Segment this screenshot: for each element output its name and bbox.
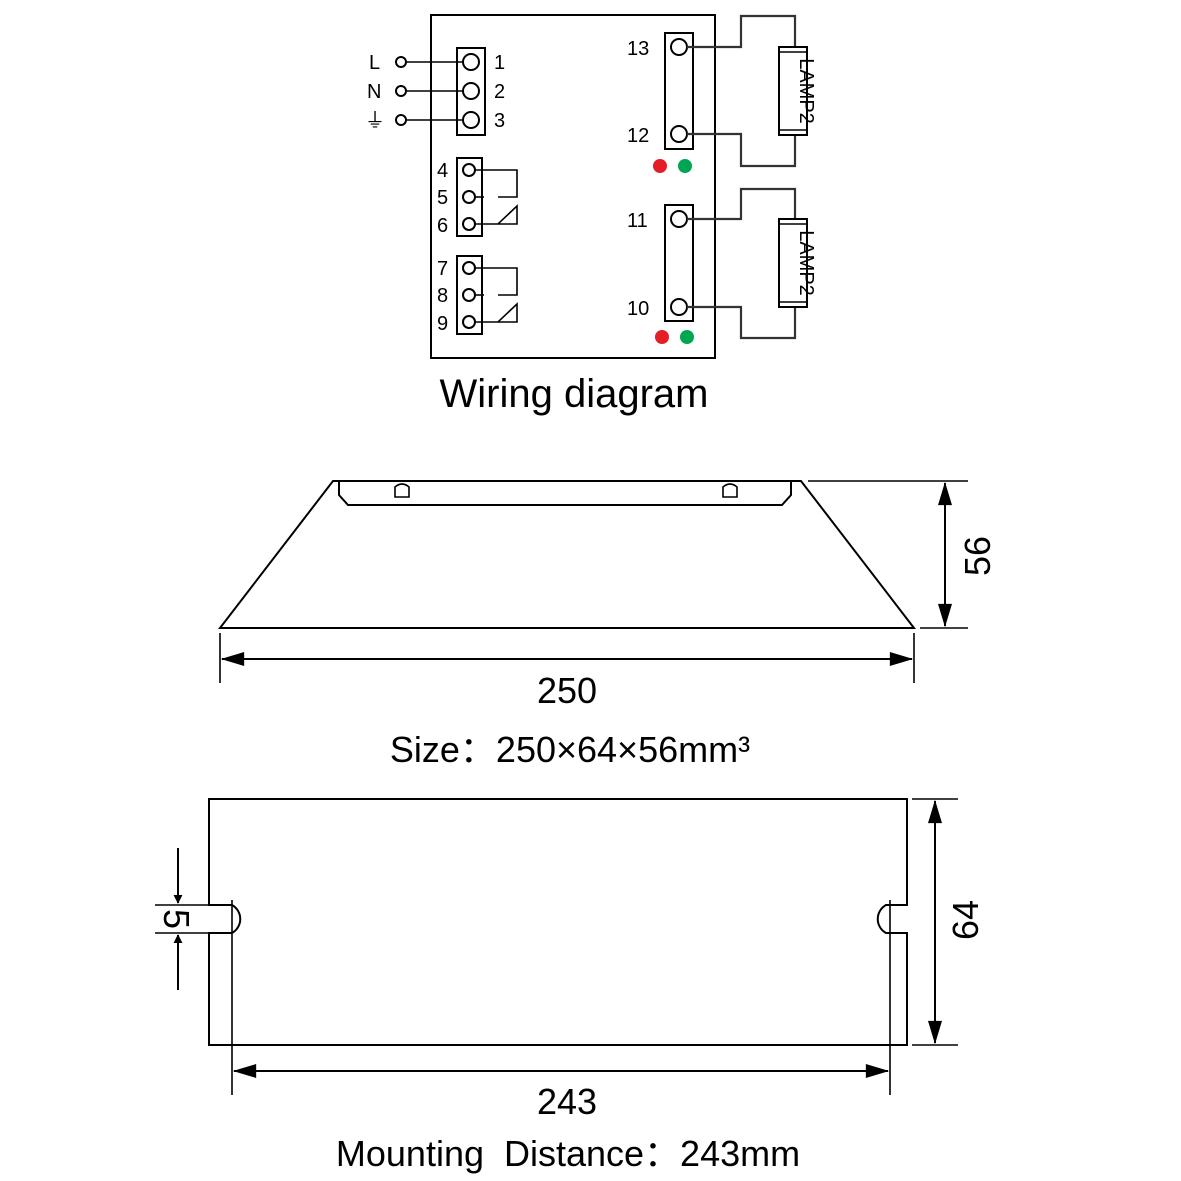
terminal-label-5: 5 xyxy=(437,187,448,209)
wiring-diagram: L N ⏚ 1 2 3 4 5 6 7 8 9 13 12 xyxy=(365,14,817,416)
width-dimension-label: 250 xyxy=(537,670,597,711)
terminal-label-13: 13 xyxy=(627,38,649,60)
relay-b-contact xyxy=(475,267,518,296)
ground-icon: ⏚ xyxy=(365,110,385,132)
terminal-label-4: 4 xyxy=(437,160,448,182)
red-indicator-led-top xyxy=(653,159,667,173)
ballast-housing xyxy=(430,14,716,359)
terminal-label-3: 3 xyxy=(494,110,505,132)
input-wires xyxy=(395,56,463,126)
mounting-flange xyxy=(338,481,792,506)
terminal-1-screw xyxy=(462,53,480,71)
terminal-label-7: 7 xyxy=(437,258,448,280)
top-view: 5 64 243 Mounting Distance：243mm xyxy=(155,798,986,1174)
terminal-label-11: 11 xyxy=(627,210,648,232)
input-label-L: L xyxy=(369,52,380,74)
terminal-3-screw xyxy=(462,111,480,129)
terminal-label-12: 12 xyxy=(627,125,649,147)
terminal-label-6: 6 xyxy=(437,215,448,237)
lamp-tube-icon xyxy=(778,46,808,136)
slot-dimension-label: 5 xyxy=(156,909,197,929)
mounting-distance-caption: Mounting Distance：243mm xyxy=(336,1133,800,1174)
terminal-label-8: 8 xyxy=(437,285,448,307)
input-label-N: N xyxy=(367,81,381,103)
red-indicator-led-bottom xyxy=(655,330,669,344)
lamp-terminal-block-bottom xyxy=(664,204,694,322)
height-dimension-label: 56 xyxy=(957,536,998,576)
mounting-hole-icon xyxy=(394,483,410,498)
lamp-terminal-block-top xyxy=(664,32,694,150)
lamp-bottom: LAMP2 xyxy=(687,187,817,340)
green-indicator-led-bottom xyxy=(680,330,694,344)
wiring-diagram-title: Wiring diagram xyxy=(440,372,709,416)
mounting-hole-icon xyxy=(722,483,738,498)
terminal-label-10: 10 xyxy=(627,298,649,320)
lamp-tube-icon xyxy=(778,218,808,308)
terminal-label-9: 9 xyxy=(437,313,448,335)
housing-top-outline xyxy=(208,798,908,1046)
housing-side-outline xyxy=(217,480,917,629)
side-view: 56 250 Size：250×64×56mm³ xyxy=(217,480,998,770)
input-terminals xyxy=(462,53,480,129)
mounting-distance-label: 243 xyxy=(537,1081,597,1122)
depth-dimension-label: 64 xyxy=(945,900,986,940)
terminal-2-screw xyxy=(462,82,480,100)
terminal-label-2: 2 xyxy=(494,81,505,103)
green-indicator-led-top xyxy=(678,159,692,173)
lamp-label-bottom: LAMP2 xyxy=(795,230,817,296)
lamp-top: LAMP2 xyxy=(687,14,817,168)
terminal-label-1: 1 xyxy=(494,52,505,74)
size-caption: Size：250×64×56mm³ xyxy=(390,729,750,770)
relay-a-contact xyxy=(475,169,518,198)
lamp-label-top: LAMP2 xyxy=(795,58,817,124)
